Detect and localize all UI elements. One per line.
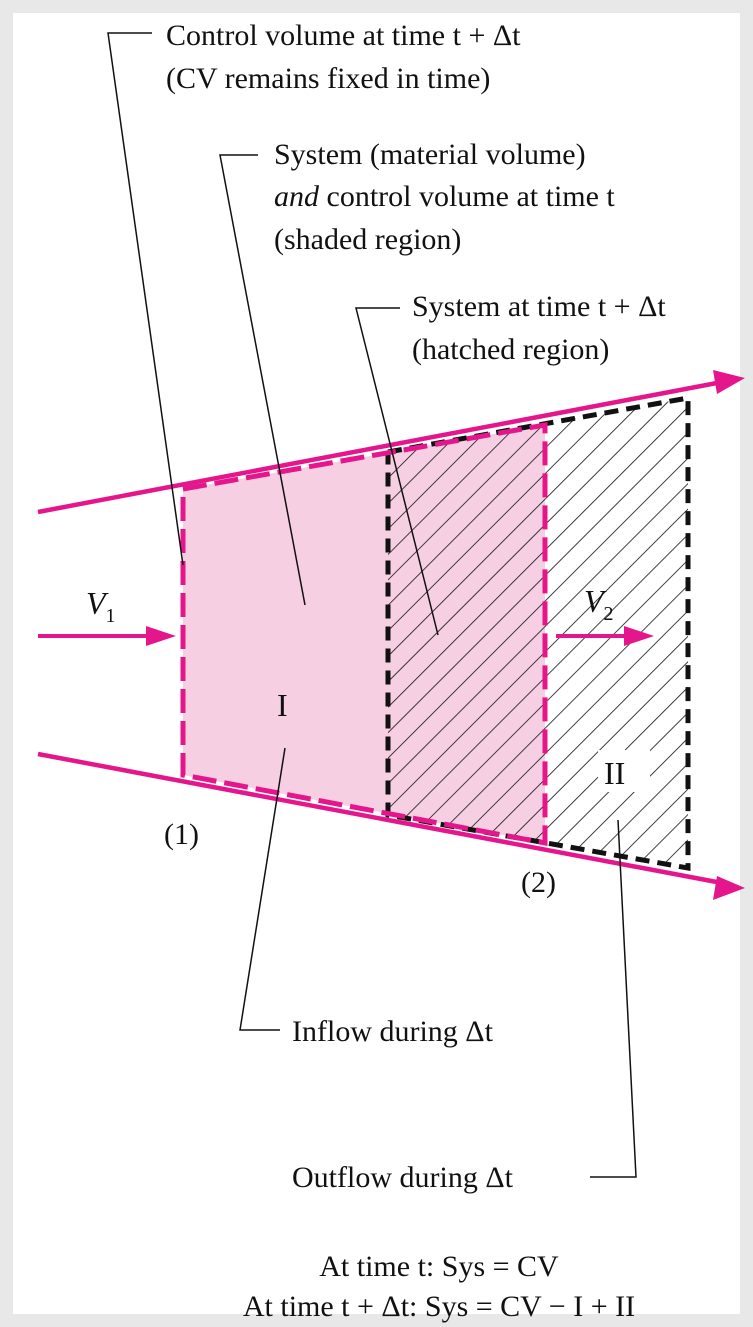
control-volume-dashed [180,422,548,847]
inlet-velocity-arrow [38,626,176,646]
v1-label: V1 [86,585,116,627]
upper-wall [37,370,745,515]
system-boundary-dashed [385,395,691,871]
system-label-line2: and control volume at time t [274,180,615,213]
system-dt-label-line2: (hatched region) [412,333,609,366]
system-dt-label-line1: System at time t + Δt [412,290,666,323]
region-2-label: II [604,755,625,791]
cv-label-line1: Control volume at time t + Δt [166,19,521,52]
v1-symbol: V [86,585,109,621]
v1-subscript: 1 [106,605,116,627]
v2-symbol: V [584,583,607,619]
system-label-and: and [274,180,320,213]
system-dt-leader-line [355,307,439,636]
system-leader-line [219,154,306,606]
inflow-leader-line [239,747,286,1031]
section-2-label: (2) [521,866,556,899]
diagram-panel: Control volume at time t + Δt (CV remain… [13,13,745,1323]
v2-label: V2 [584,583,614,625]
equation-line2: At time t + Δt: Sys = CV − I + II [243,1290,635,1323]
outflow-leader-line [590,819,637,1178]
cv-leader-line [107,32,184,566]
system-label-line3: (shaded region) [274,223,461,256]
region-1-label: I [277,687,288,723]
system-label-line1: System (material volume) [274,138,586,171]
system-label-rest: control volume at time t [319,180,615,213]
v2-subscript: 2 [604,603,614,625]
lower-wall [37,751,745,900]
section-1-label: (1) [164,818,199,851]
cv-label-line2: (CV remains fixed in time) [166,62,490,95]
outlet-velocity-arrow [556,626,654,646]
equation-line1: At time t: Sys = CV [319,1250,559,1283]
region-2-label-box [598,750,650,792]
outflow-label: Outflow during Δt [292,1161,514,1194]
inflow-label: Inflow during Δt [292,1015,494,1048]
